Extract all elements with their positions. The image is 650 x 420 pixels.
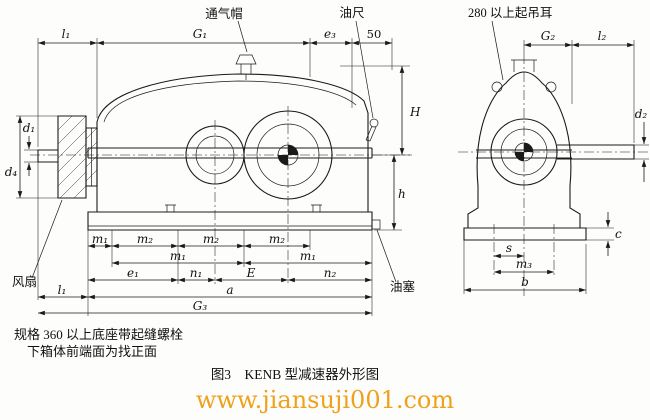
dim-label-h: h [398, 187, 406, 201]
side-view [458, 54, 648, 296]
input-shaft [37, 149, 58, 163]
callout-oil-dipstick: 油尺 [339, 6, 364, 20]
jack-bolt [311, 204, 322, 212]
note-line-2: 下箱体前端面为找正面 [27, 344, 157, 359]
oil-plug [371, 219, 381, 230]
side-base [463, 227, 587, 241]
center-mark [524, 143, 533, 152]
dim-label-b: b [521, 275, 529, 289]
dim-label-e3: e₃ [324, 27, 336, 41]
dimensions-side: G₂ l₂ d₂ c s m₃ b [463, 29, 649, 294]
dim-label-a: a [226, 283, 233, 297]
dim-label-d4: d₄ [5, 165, 18, 179]
callout-lifting-lug: 280 以上起吊耳 [468, 6, 552, 20]
dim-label-n2: n₂ [324, 266, 337, 280]
lifting-lug [491, 81, 503, 93]
dim-label-m2: m₂ [137, 232, 153, 246]
housing-outline [96, 73, 369, 212]
watermark: www.jiansuji001.com [196, 386, 455, 414]
split-flange [87, 147, 373, 159]
callout-fan: 风扇 [12, 274, 37, 289]
dim-label-G2: G₂ [541, 29, 556, 43]
dim-label-l1-bottom: l₁ [58, 283, 67, 297]
dim-label-s: s [506, 241, 512, 255]
breather-cap [235, 54, 257, 80]
dim-label-50: 50 [367, 27, 382, 41]
dim-label-n1: n₁ [190, 266, 203, 280]
dim-label-E: E [246, 266, 256, 280]
dim-label-H: H [409, 105, 421, 119]
base-plate [87, 211, 373, 231]
dim-label-l2: l₂ [598, 29, 607, 43]
dim-label-l1-top: l₁ [62, 27, 71, 41]
dim-label-d2: d₂ [635, 107, 648, 121]
dim-label-m1: m₁ [300, 249, 316, 263]
dim-label-c: c [615, 227, 622, 241]
dim-label-G1: G₁ [193, 27, 207, 41]
dim-label-G3: G₃ [193, 299, 208, 313]
callout-oil-plug: 油塞 [390, 279, 416, 294]
dimensions-front: l₁ G₁ e₃ 50 H h d₁ d₄ m₁ [5, 27, 421, 316]
lifting-lug [545, 81, 557, 93]
callout-breather-cap: 通气帽 [205, 6, 243, 21]
fan-hatch [57, 115, 98, 199]
fan-assembly [37, 115, 98, 199]
note-line-1: 规格 360 以上底座带起缝螺栓 [14, 327, 183, 342]
front-view [30, 54, 412, 284]
callouts: 通气帽 油尺 280 以上起吊耳 风扇 油塞 [12, 6, 552, 294]
oil-dipstick [365, 118, 379, 142]
dim-label-m2: m₂ [203, 232, 219, 246]
dim-label-m1: m₁ [170, 249, 186, 263]
dim-label-m2: m₂ [269, 232, 285, 246]
center-mark [288, 145, 298, 155]
jack-bolt [165, 204, 176, 212]
dim-label-e1: e₁ [127, 266, 139, 280]
figure-caption: 图3 KENB 型减速器外形图 [211, 367, 379, 382]
dim-label-m3: m₃ [516, 257, 532, 271]
dim-label-d1: d₁ [23, 121, 36, 135]
dim-label-m1: m₁ [92, 232, 108, 246]
